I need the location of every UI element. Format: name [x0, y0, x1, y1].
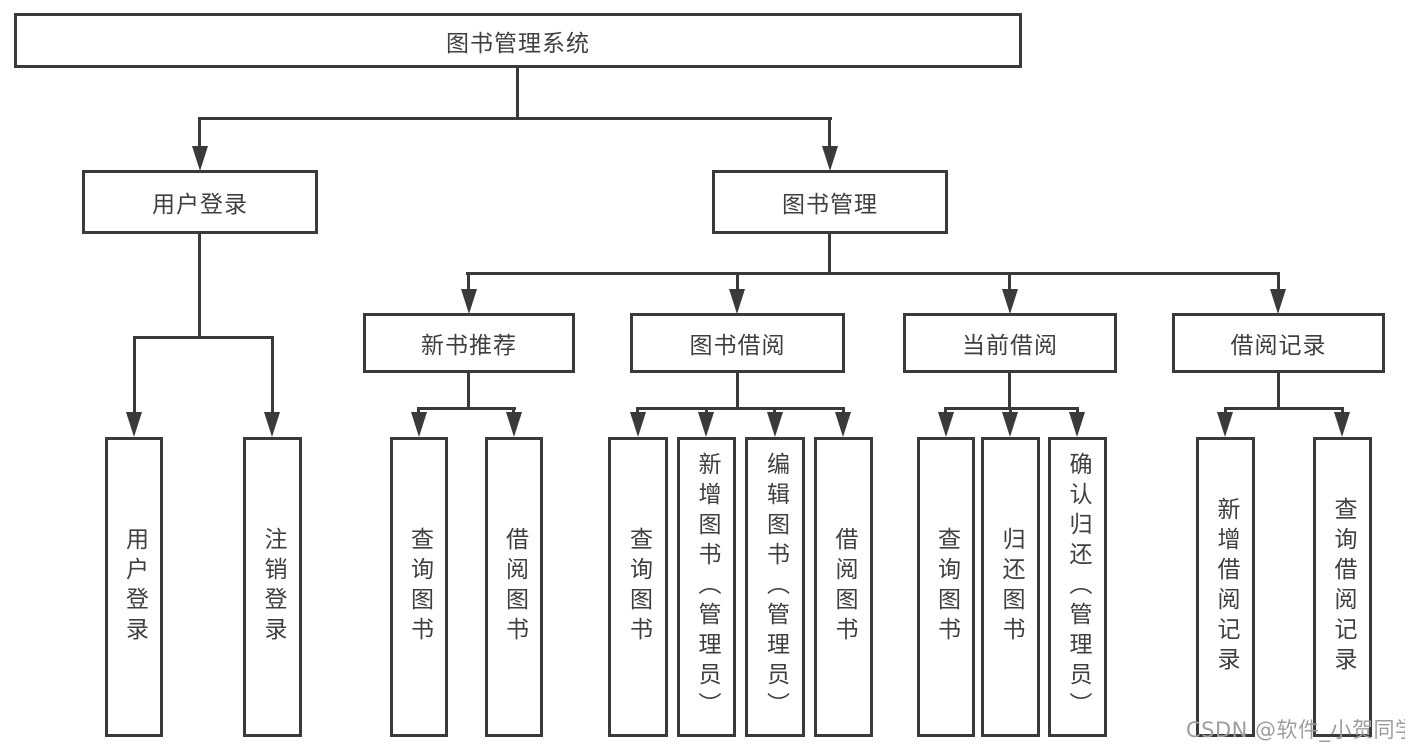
- connector-arrow-down: [1002, 289, 1018, 314]
- connector-line: [198, 234, 201, 336]
- node-current-borrowing: 当前借阅: [903, 313, 1117, 373]
- node-borrow-query-books: 查询图书: [608, 437, 668, 737]
- connector-line: [842, 407, 845, 415]
- connector-line: [516, 68, 519, 119]
- connector-line: [636, 407, 845, 410]
- connector-arrow-down: [1002, 412, 1018, 437]
- connector-line: [198, 117, 201, 149]
- node-current-return-books: 归还图书: [981, 437, 1040, 737]
- connector-arrow-down: [192, 146, 208, 171]
- node-borrow-borrow-books: 借阅图书: [814, 437, 873, 737]
- connector-line: [1076, 407, 1079, 415]
- connector-arrow-down: [506, 412, 522, 437]
- connector-line: [1008, 272, 1011, 291]
- connector-arrow-down: [1217, 412, 1233, 437]
- node-user-login: 用户登录: [82, 170, 318, 234]
- connector-line: [944, 407, 947, 415]
- node-current-query-books: 查询图书: [917, 437, 975, 737]
- node-current-confirm-return-admin: 确认归还（管理员）: [1048, 437, 1107, 737]
- connector-arrow-down: [1270, 289, 1286, 314]
- connector-line: [1009, 407, 1012, 415]
- connector-line: [133, 336, 274, 339]
- connector-line: [1008, 373, 1011, 409]
- connector-line: [1341, 407, 1344, 415]
- connector-line: [1224, 407, 1227, 415]
- connector-arrow-down: [767, 412, 783, 437]
- node-user-login-action: 用户登录: [105, 437, 163, 737]
- csdn-watermark: CSDN @软件_小贺同学: [1186, 718, 1405, 742]
- connector-arrow-down: [822, 146, 838, 171]
- connector-line: [417, 407, 420, 415]
- connector-arrow-down: [411, 412, 427, 437]
- node-borrow-edit-books-admin: 编辑图书（管理员）: [745, 437, 805, 737]
- connector-line: [271, 336, 274, 414]
- connector-line: [467, 272, 470, 291]
- connector-line: [198, 117, 832, 120]
- connector-arrow-down: [461, 289, 477, 314]
- connector-line: [133, 336, 136, 414]
- connector-arrow-down: [835, 412, 851, 437]
- connector-line: [828, 234, 831, 275]
- connector-line: [1224, 407, 1343, 410]
- connector-arrow-down: [1334, 412, 1350, 437]
- node-recommend-query-books: 查询图书: [390, 437, 448, 737]
- node-recommend-borrow-books: 借阅图书: [485, 437, 543, 737]
- node-borrowing-records: 借阅记录: [1172, 313, 1385, 373]
- connector-arrow-down: [1069, 412, 1085, 437]
- connector-arrow-down: [729, 289, 745, 314]
- connector-line: [773, 407, 776, 415]
- connector-arrow-down: [264, 412, 280, 437]
- connector-line: [1277, 272, 1280, 291]
- node-book-management: 图书管理: [712, 170, 948, 234]
- connector-arrow-down: [938, 412, 954, 437]
- node-records-query-record: 查询借阅记录: [1313, 437, 1372, 737]
- connector-line: [705, 407, 708, 415]
- connector-arrow-down: [698, 412, 714, 437]
- connector-line: [466, 272, 1279, 275]
- connector-line: [512, 407, 515, 415]
- connector-line: [736, 373, 739, 409]
- connector-line: [736, 272, 739, 291]
- connector-line: [467, 373, 470, 409]
- connector-arrow-down: [126, 412, 142, 437]
- connector-line: [1277, 373, 1280, 409]
- connector-line: [636, 407, 639, 415]
- node-library-management-system: 图书管理系统: [14, 13, 1022, 68]
- connector-line: [418, 407, 516, 410]
- node-borrow-add-books-admin: 新增图书（管理员）: [677, 437, 736, 737]
- node-logout-action: 注销登录: [243, 437, 302, 737]
- connector-arrow-down: [630, 412, 646, 437]
- node-book-borrowing: 图书借阅: [630, 313, 845, 373]
- node-new-book-recommendation: 新书推荐: [363, 313, 575, 373]
- connector-line: [828, 117, 831, 149]
- node-records-add-record: 新增借阅记录: [1196, 437, 1255, 737]
